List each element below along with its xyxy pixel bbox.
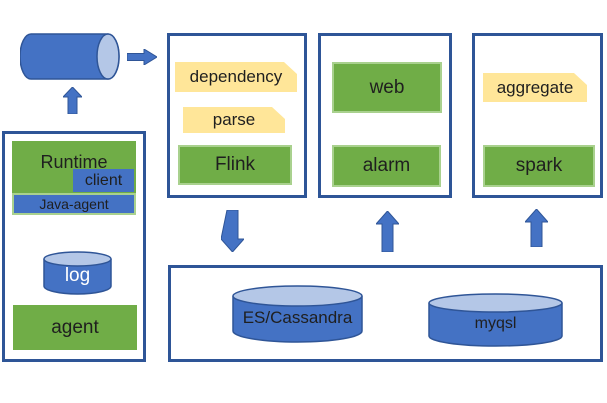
dependency-tag-node: dependency — [175, 62, 297, 92]
message-queue-cylinder-icon — [20, 33, 120, 80]
agent-node: agent — [13, 305, 137, 350]
arrow-right-queue-to-flink-icon — [127, 49, 157, 65]
client-node: client — [73, 169, 134, 192]
es-cassandra-db-cylinder-icon: ES/Cassandra — [232, 285, 363, 343]
stream-processing-group-box — [167, 33, 307, 198]
log-node-label: log — [64, 265, 91, 286]
agent-group-box — [2, 131, 146, 362]
mysql-node-label: myqsl — [474, 314, 517, 332]
arrow-up-storage-to-spark-icon — [525, 209, 548, 247]
java-agent-node: Java-agent — [12, 193, 136, 215]
arrow-up-storage-to-web-icon — [376, 211, 399, 252]
log-db-cylinder-icon: log — [43, 251, 112, 295]
parse-tag-node: parse — [183, 107, 285, 133]
mysql-db-cylinder-icon: myqsl — [428, 293, 563, 347]
storage-group-box — [168, 265, 603, 362]
flink-node: Flink — [178, 145, 292, 185]
arrow-up-agent-to-queue-icon — [63, 87, 82, 114]
aggregate-tag-node: aggregate — [483, 73, 587, 102]
web-service-group-box — [318, 33, 452, 198]
batch-processing-group-box — [472, 33, 603, 198]
es-cassandra-node-label: ES/Cassandra — [242, 308, 353, 327]
spark-node: spark — [483, 145, 595, 187]
alarm-node: alarm — [332, 145, 441, 187]
arrow-down-flink-to-storage-icon — [221, 210, 244, 252]
web-node: web — [332, 62, 442, 113]
